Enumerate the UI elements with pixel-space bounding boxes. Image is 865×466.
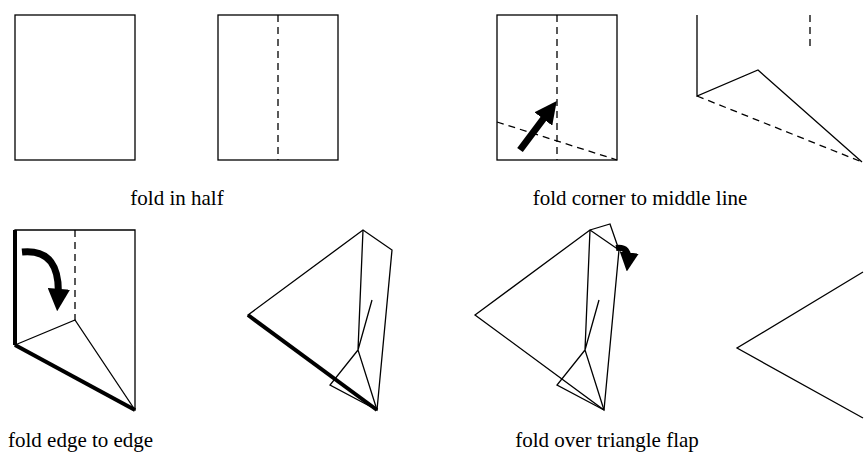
step-caption: fold in half xyxy=(130,186,223,211)
folded-paper xyxy=(697,15,862,162)
matching-edge xyxy=(15,345,135,410)
folded-flap xyxy=(15,320,135,410)
paper-sheet xyxy=(218,15,338,160)
fold-line xyxy=(697,96,862,162)
finished-plane xyxy=(737,272,863,418)
matching-edge xyxy=(248,315,377,410)
paper-sheet xyxy=(497,15,617,160)
fold-arrow xyxy=(520,110,550,150)
step-caption: fold edge to edge xyxy=(8,428,153,453)
folded-flap xyxy=(557,230,604,410)
fold-line xyxy=(809,15,810,48)
folded-paper xyxy=(475,230,619,410)
fold-line xyxy=(497,122,617,160)
paper-sheet xyxy=(15,15,135,160)
fold-line xyxy=(556,15,557,160)
step-caption: fold corner to middle line xyxy=(533,186,748,211)
fold-line xyxy=(277,15,278,160)
step-caption: fold over triangle flap xyxy=(515,428,699,453)
fold-arrow xyxy=(616,248,628,262)
triangle-flap xyxy=(590,224,619,250)
folded-paper xyxy=(15,230,135,410)
fold-arrow xyxy=(22,252,58,300)
folded-paper xyxy=(248,230,392,410)
fold-line xyxy=(74,230,75,322)
matching-edge xyxy=(13,230,17,345)
